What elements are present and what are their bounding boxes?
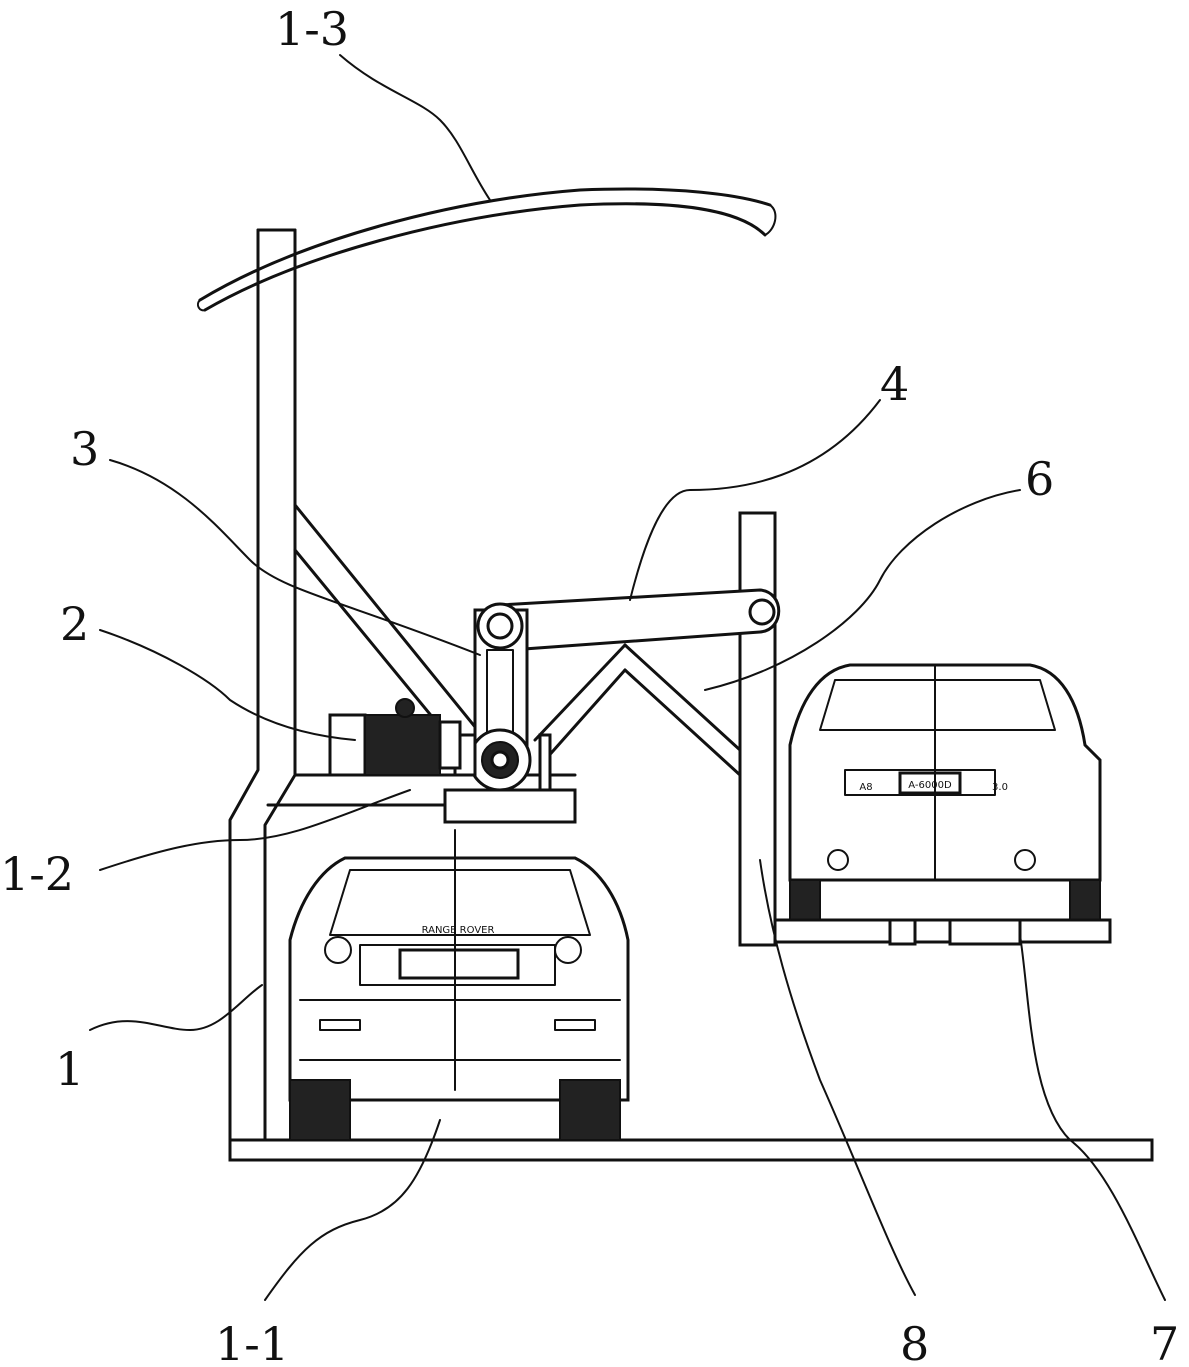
- solar-canopy: [196, 187, 777, 312]
- label-1: 1: [55, 1042, 84, 1096]
- ground-plate: [228, 1138, 1154, 1162]
- leader-lines: [89, 54, 1166, 1301]
- label-1-2: 1-2: [0, 847, 74, 901]
- swing-arm: [498, 588, 781, 652]
- left-car-brand: RANGE ROVER: [422, 925, 495, 936]
- right-car-plate: A-6000D: [908, 780, 952, 791]
- gearbox: [453, 728, 532, 792]
- label-3: 3: [70, 422, 99, 476]
- right-car-badge: 3.0: [992, 782, 1008, 793]
- upper-car: A8 A-6000D 3.0: [788, 663, 1102, 921]
- drive-motor: [328, 698, 462, 777]
- label-4: 4: [880, 357, 909, 411]
- right-car-model: A8: [859, 782, 872, 793]
- label-7: 7: [1150, 1317, 1179, 1367]
- label-1-1: 1-1: [215, 1317, 289, 1367]
- label-2: 2: [60, 597, 89, 651]
- label-8: 8: [900, 1317, 929, 1367]
- label-6: 6: [1025, 452, 1054, 506]
- car-platform: [773, 918, 1112, 946]
- hanger-cradle: [443, 733, 577, 824]
- rear-column: [738, 511, 777, 947]
- lower-car: RANGE ROVER: [288, 829, 630, 1141]
- label-1-3: 1-3: [275, 2, 349, 56]
